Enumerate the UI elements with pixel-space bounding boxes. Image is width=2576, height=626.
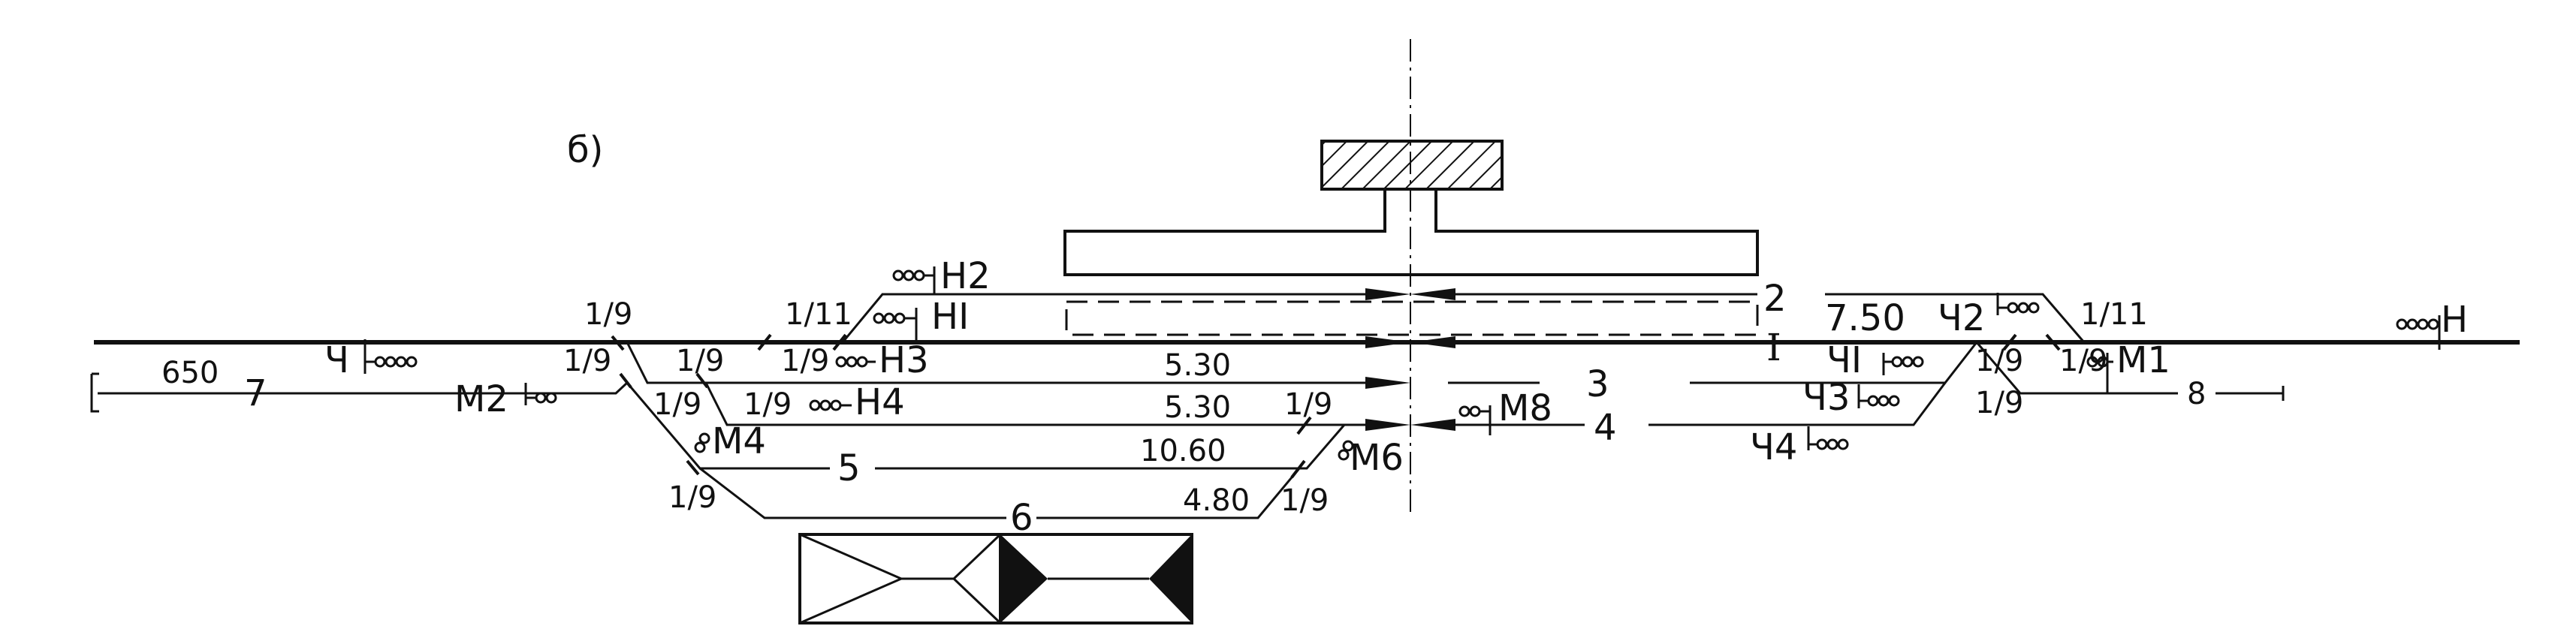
track-label-5: 5 xyxy=(837,447,861,489)
signal-label-M4: M4 xyxy=(712,420,766,462)
signal-label-M2: M2 xyxy=(454,378,508,420)
switch-marks xyxy=(611,333,2061,479)
axis-arrows xyxy=(1365,288,1455,431)
signal-label-H4: H4 xyxy=(855,381,905,423)
length-1060: 10.60 xyxy=(1140,434,1226,468)
signal-label-M6: M6 xyxy=(1350,437,1404,479)
signal-label-H3: H3 xyxy=(879,339,929,381)
signal-label-HI: HI xyxy=(931,296,969,338)
track-label-6: 6 xyxy=(1010,497,1033,539)
track-label-8: 8 xyxy=(2187,377,2206,411)
switch-label-11: 1/9 xyxy=(1975,344,2023,378)
switch-label-12: 1/9 xyxy=(2059,344,2107,378)
track-8 xyxy=(1975,342,2285,401)
station-building xyxy=(1320,140,1504,191)
switch-label-6: 1/9 xyxy=(653,387,701,422)
length-530-track4: 5.30 xyxy=(1164,390,1231,425)
track-label-3: 3 xyxy=(1586,363,1609,405)
track-label-7: 7 xyxy=(244,372,267,414)
signal-label-Ch: Ч xyxy=(324,339,349,381)
track-6 xyxy=(699,467,1301,519)
switch-label-8: 1/9 xyxy=(668,480,716,515)
track-label-I: I xyxy=(1766,326,1781,369)
figure-label: б) xyxy=(567,129,603,171)
switch-label-9: 1/9 xyxy=(1284,387,1332,422)
sorting-hump-symbol xyxy=(798,533,1193,624)
switch-label-10: 1/9 xyxy=(1280,483,1329,518)
signal-label-M1: M1 xyxy=(2116,339,2170,381)
track-2 xyxy=(841,293,1757,343)
signal-label-H: H xyxy=(2441,299,2468,341)
signal-label-Ch2: Ч2 xyxy=(1938,297,1985,339)
length-480: 4.80 xyxy=(1183,483,1250,518)
length-530-track3: 5.30 xyxy=(1164,348,1231,383)
signal-label-M8: M8 xyxy=(1498,387,1552,429)
signal-label-Ch4: Ч4 xyxy=(1750,426,1797,468)
track-4 xyxy=(704,382,1947,426)
switch-label-14: 1/11 xyxy=(2080,297,2148,332)
switch-label-3: 1/9 xyxy=(563,344,611,378)
signal-label-H2: H2 xyxy=(940,255,991,297)
track-7 xyxy=(90,372,629,413)
switch-label-2: 1/11 xyxy=(785,297,852,332)
track-label-4: 4 xyxy=(1594,407,1617,449)
siding-right xyxy=(1825,293,2086,343)
signal-label-Ch3: Ч3 xyxy=(1802,377,1850,419)
track-label-2: 2 xyxy=(1763,278,1787,320)
switch-label-7: 1/9 xyxy=(744,387,792,422)
signal-label-ChI: ЧI xyxy=(1826,339,1862,381)
switch-label-4: 1/9 xyxy=(676,344,724,378)
island-platform xyxy=(1065,300,1759,336)
switch-label-13: 1/9 xyxy=(1975,386,2023,420)
signal-symbols xyxy=(363,266,2441,461)
passenger-platform xyxy=(1063,188,1759,276)
switch-label-5: 1/9 xyxy=(781,344,829,378)
length-750: 7.50 xyxy=(1825,297,1905,339)
length-650: 650 xyxy=(161,356,219,390)
switch-label-1: 1/9 xyxy=(584,297,632,332)
